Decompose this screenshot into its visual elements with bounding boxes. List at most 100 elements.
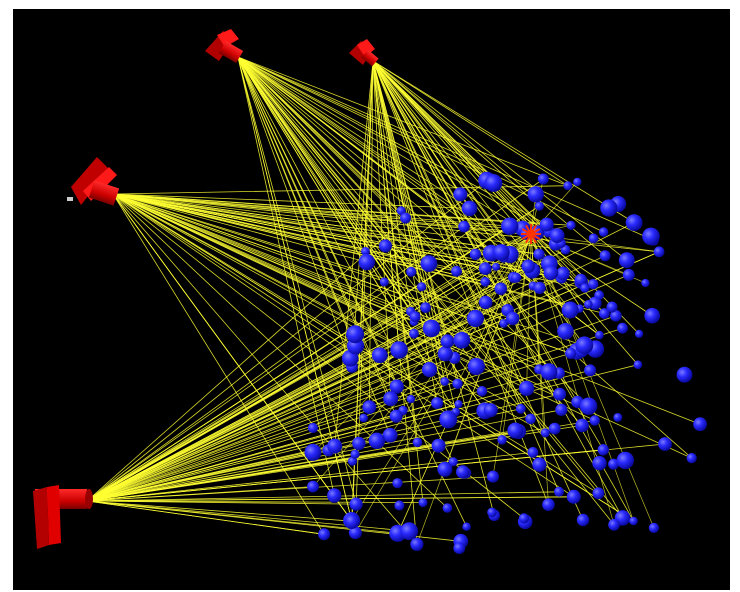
marker-sphere-icon[interactable] [494, 282, 508, 296]
marker-sphere-icon[interactable] [533, 281, 546, 294]
marker-sphere-icon[interactable] [492, 244, 510, 261]
marker-sphere-icon[interactable] [478, 262, 492, 275]
marker-sphere-icon[interactable] [608, 518, 620, 531]
marker-sphere-icon[interactable] [539, 217, 554, 232]
marker-sphere-icon[interactable] [307, 422, 319, 434]
marker-sphere-icon[interactable] [575, 336, 594, 355]
marker-sphere-icon[interactable] [597, 444, 609, 456]
marker-sphere-icon[interactable] [574, 273, 587, 287]
marker-sphere-icon[interactable] [467, 357, 485, 376]
marker-sphere-icon[interactable] [555, 403, 568, 416]
marker-sphere-icon[interactable] [437, 346, 453, 362]
marker-sphere-icon[interactable] [410, 537, 424, 551]
marker-sphere-icon[interactable] [579, 397, 598, 415]
marker-sphere-icon[interactable] [592, 487, 605, 500]
marker-sphere-icon[interactable] [346, 325, 365, 344]
marker-sphere-icon[interactable] [693, 417, 707, 432]
marker-sphere-icon[interactable] [362, 400, 377, 415]
marker-sphere-icon[interactable] [456, 465, 470, 479]
marker-sphere-icon[interactable] [642, 227, 660, 246]
marker-sphere-icon[interactable] [606, 301, 618, 313]
marker-sphere-icon[interactable] [686, 453, 697, 464]
marker-sphere-icon[interactable] [461, 200, 478, 217]
marker-sphere-icon[interactable] [344, 513, 360, 529]
marker-sphere-icon[interactable] [608, 458, 620, 470]
marker-sphere-icon[interactable] [469, 248, 482, 260]
marker-sphere-icon[interactable] [561, 301, 579, 319]
marker-sphere-icon[interactable] [492, 262, 500, 271]
marker-sphere-icon[interactable] [554, 486, 564, 497]
marker-sphere-icon[interactable] [348, 526, 362, 540]
marker-sphere-icon[interactable] [549, 228, 565, 244]
marker-sphere-icon[interactable] [350, 449, 360, 459]
marker-sphere-icon[interactable] [389, 379, 404, 394]
marker-sphere-icon[interactable] [484, 174, 503, 192]
marker-sphere-icon[interactable] [437, 461, 453, 477]
marker-sphere-icon[interactable] [431, 397, 444, 410]
marker-sphere-icon[interactable] [412, 437, 423, 448]
marker-sphere-icon[interactable] [480, 277, 491, 287]
marker-sphere-icon[interactable] [537, 173, 549, 185]
marker-sphere-icon[interactable] [318, 528, 331, 541]
marker-sphere-icon[interactable] [521, 259, 536, 274]
marker-sphere-icon[interactable] [553, 387, 567, 401]
marker-sphere-icon[interactable] [527, 447, 539, 458]
marker-sphere-icon[interactable] [371, 347, 388, 364]
marker-sphere-icon[interactable] [518, 513, 530, 524]
marker-sphere-icon[interactable] [358, 253, 375, 271]
marker-sphere-icon[interactable] [453, 187, 468, 202]
marker-sphere-icon[interactable] [499, 319, 509, 328]
marker-sphere-icon[interactable] [420, 255, 438, 272]
marker-sphere-icon[interactable] [383, 391, 399, 407]
marker-sphere-icon[interactable] [327, 488, 342, 503]
marker-sphere-icon[interactable] [566, 220, 576, 230]
marker-sphere-icon[interactable] [487, 470, 499, 483]
marker-sphere-icon[interactable] [400, 212, 412, 224]
marker-sphere-icon[interactable] [648, 522, 660, 534]
marker-sphere-icon[interactable] [442, 503, 453, 513]
marker-sphere-icon[interactable] [507, 422, 524, 439]
marker-sphere-icon[interactable] [487, 507, 497, 518]
marker-sphere-icon[interactable] [400, 522, 418, 541]
marker-sphere-icon[interactable] [394, 500, 405, 511]
camera-icon[interactable] [67, 157, 120, 206]
marker-sphere-icon[interactable] [440, 377, 450, 386]
marker-sphere-icon[interactable] [565, 347, 577, 359]
marker-sphere-icon[interactable] [563, 181, 573, 191]
marker-sphere-icon[interactable] [633, 360, 643, 370]
marker-sphere-icon[interactable] [584, 364, 597, 377]
marker-sphere-icon[interactable] [600, 199, 618, 217]
marker-sphere-icon[interactable] [592, 456, 607, 471]
marker-sphere-icon[interactable] [476, 386, 488, 397]
camera-icon[interactable] [349, 39, 379, 67]
marker-sphere-icon[interactable] [389, 409, 403, 423]
marker-sphere-icon[interactable] [580, 283, 590, 293]
marker-sphere-icon[interactable] [676, 366, 693, 383]
3d-viewport[interactable] [13, 9, 730, 590]
marker-sphere-icon[interactable] [307, 480, 319, 493]
camera-icon[interactable] [205, 29, 244, 64]
marker-sphere-icon[interactable] [653, 246, 665, 258]
marker-sphere-icon[interactable] [453, 542, 466, 554]
marker-sphere-icon[interactable] [382, 427, 398, 443]
marker-sphere-icon[interactable] [533, 248, 545, 260]
marker-sphere-icon[interactable] [497, 435, 507, 445]
marker-sphere-icon[interactable] [641, 278, 650, 288]
camera-icon[interactable] [33, 485, 93, 549]
marker-sphere-icon[interactable] [417, 282, 427, 292]
marker-sphere-icon[interactable] [589, 415, 600, 426]
marker-sphere-icon[interactable] [625, 214, 643, 232]
marker-sphere-icon[interactable] [616, 451, 634, 470]
marker-sphere-icon[interactable] [595, 330, 604, 340]
marker-sphere-icon[interactable] [420, 302, 431, 313]
marker-sphere-icon[interactable] [556, 266, 570, 281]
marker-sphere-icon[interactable] [352, 436, 366, 451]
marker-sphere-icon[interactable] [440, 334, 455, 349]
marker-sphere-icon[interactable] [452, 378, 463, 389]
marker-sphere-icon[interactable] [451, 265, 462, 277]
marker-sphere-icon[interactable] [506, 311, 520, 326]
marker-sphere-icon[interactable] [658, 437, 672, 451]
marker-sphere-icon[interactable] [453, 331, 471, 349]
marker-sphere-icon[interactable] [392, 478, 403, 489]
marker-sphere-icon[interactable] [584, 300, 593, 309]
